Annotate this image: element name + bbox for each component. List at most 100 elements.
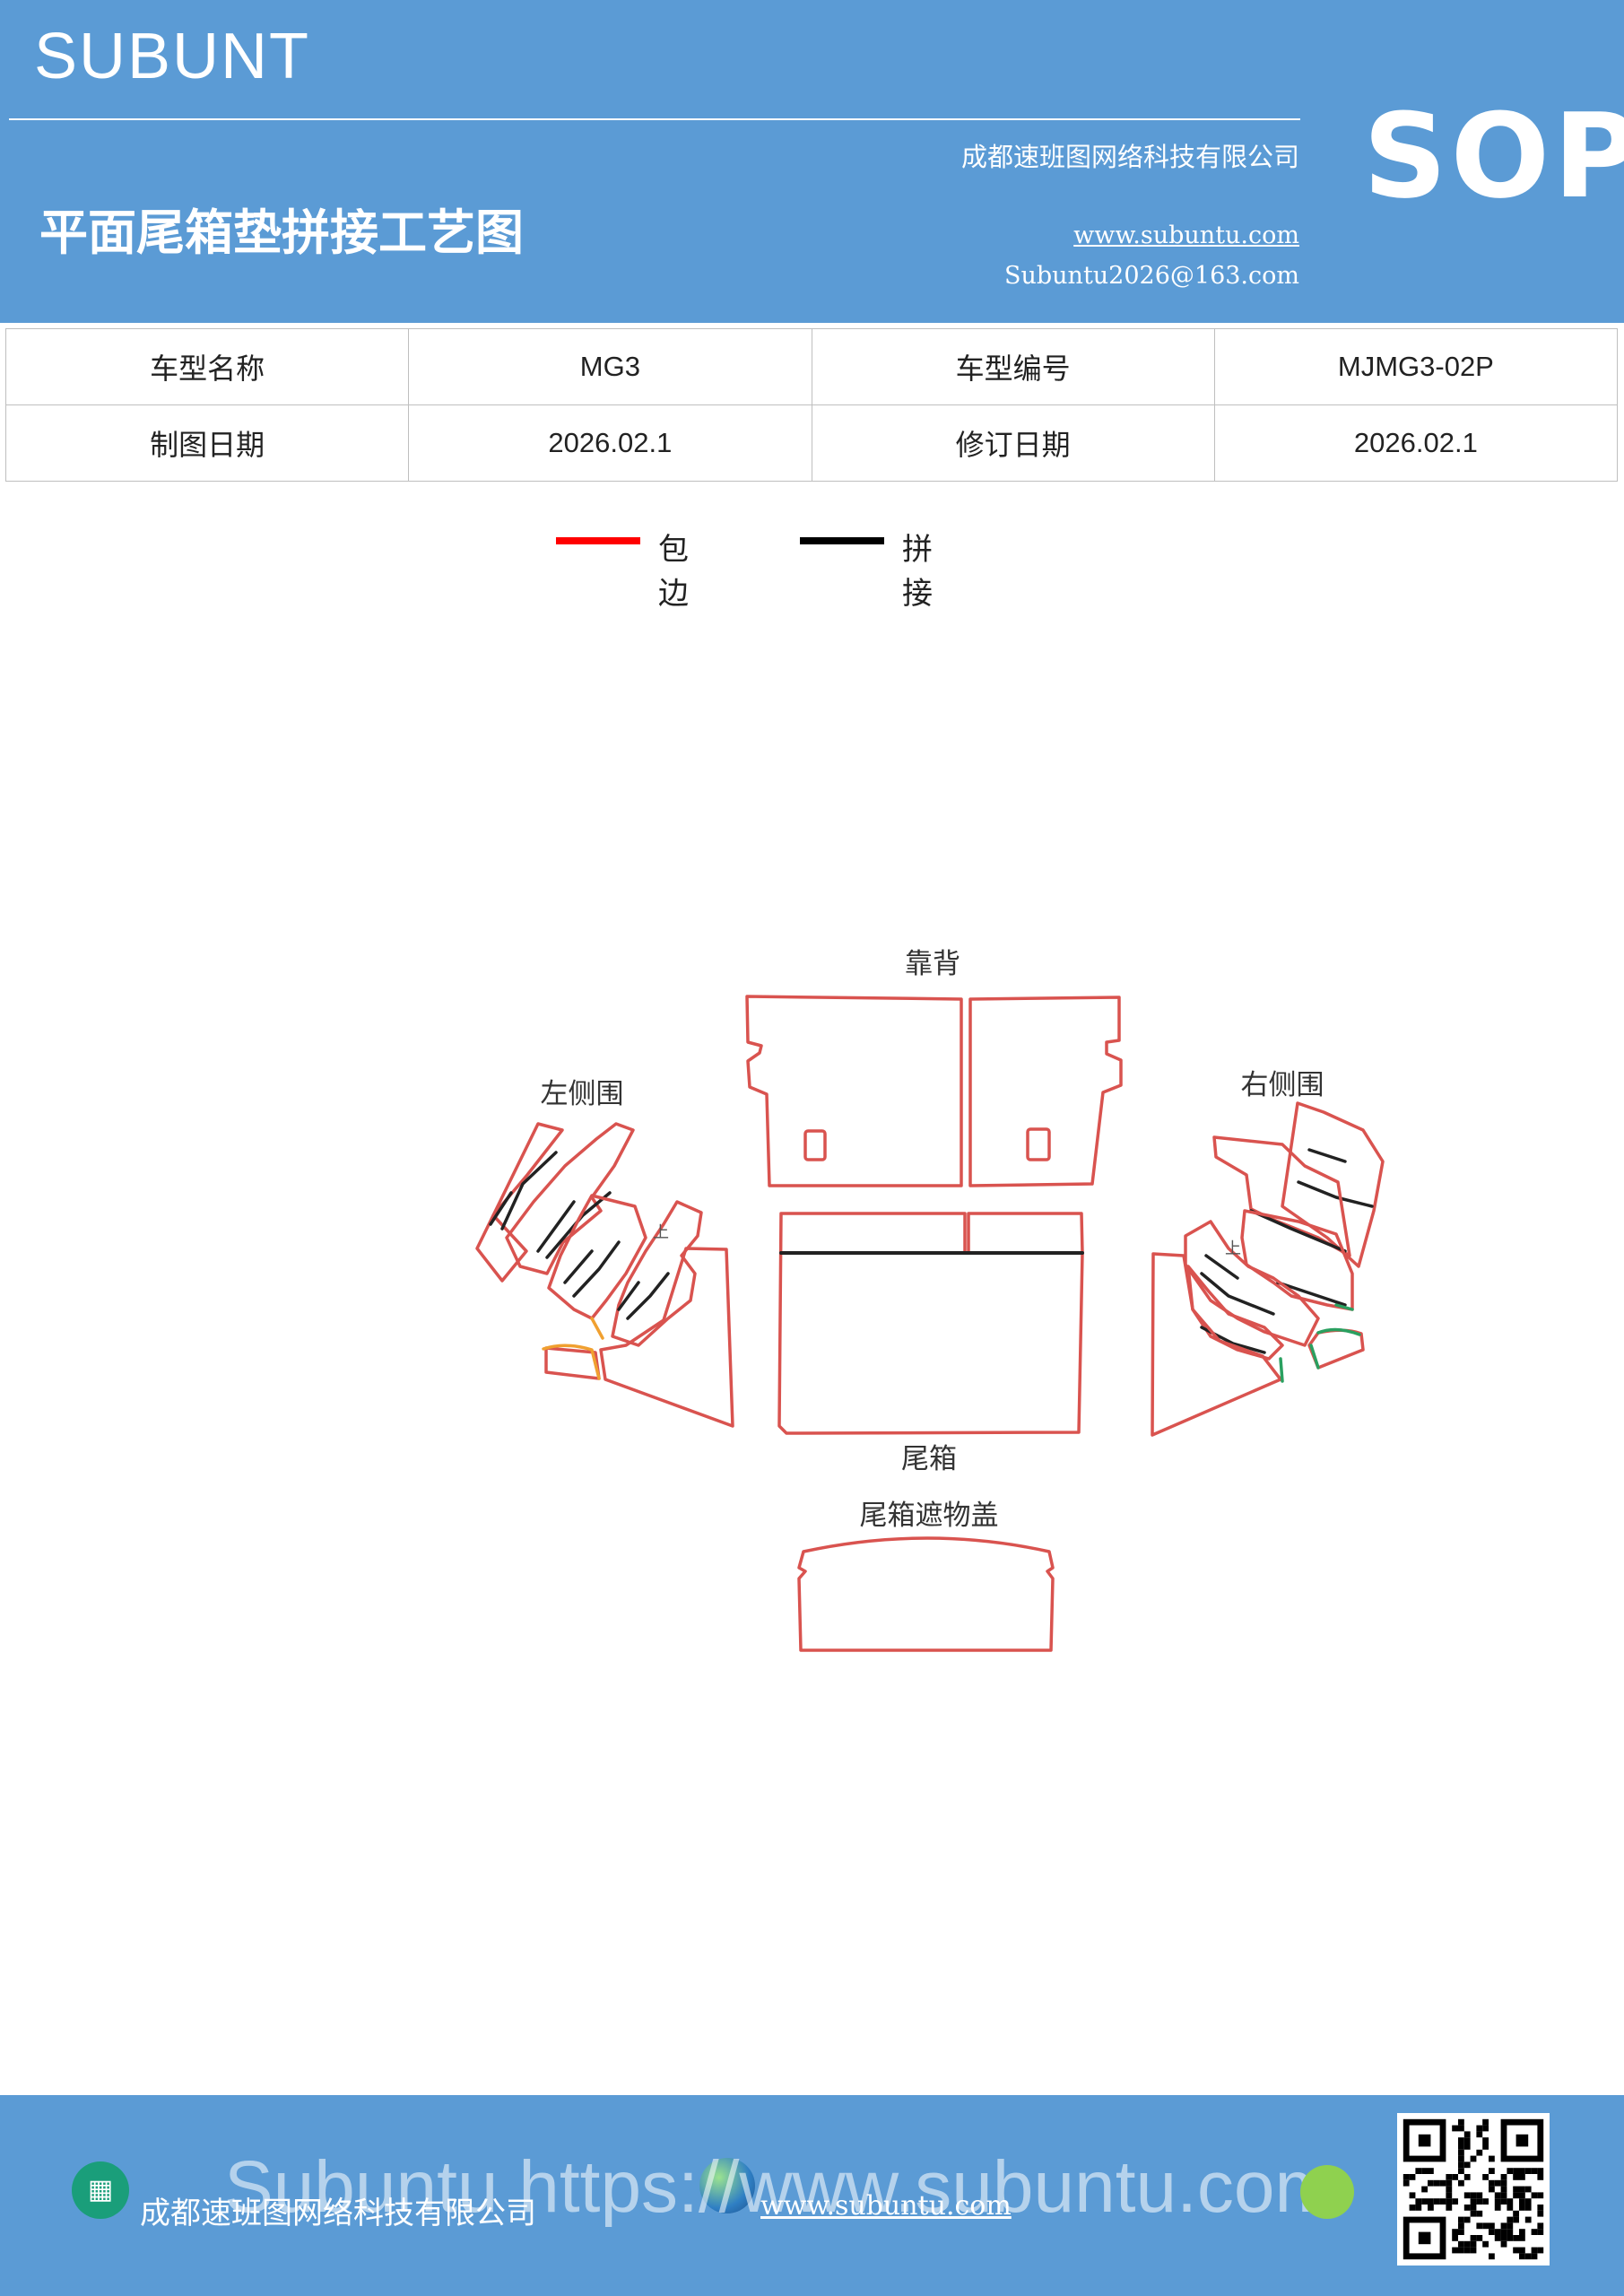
website-link[interactable]: www.subuntu.com: [1073, 222, 1299, 249]
trunk-cover-panel: [797, 1536, 1055, 1652]
backrest-left-cutout: [803, 1129, 827, 1161]
sop-badge: SOP: [1363, 88, 1624, 224]
qr-module: [1452, 2235, 1458, 2241]
qr-module: [1513, 2216, 1519, 2223]
qr-module: [1482, 2125, 1489, 2132]
qr-module: [1463, 2247, 1471, 2254]
qr-module: [1452, 2198, 1458, 2205]
qr-module: [1463, 2174, 1471, 2180]
qr-module: [1421, 2168, 1428, 2174]
qr-module: [1513, 2210, 1519, 2217]
header-banner: SUBUNT 平面尾箱垫拼接工艺图 成都速班图网络科技有限公司 www.subu…: [0, 0, 1624, 323]
qr-module: [1494, 2229, 1501, 2235]
qr-module: [1446, 2174, 1453, 2180]
qr-module: [1428, 2205, 1434, 2211]
left-side-seam-4: [617, 1272, 670, 1320]
qr-module: [1513, 2247, 1519, 2254]
backrest-left-panel: [745, 995, 963, 1187]
right-side-large-panel: [1151, 1252, 1282, 1437]
table-cell-label: 制图日期: [4, 404, 410, 482]
qr-module: [1531, 2168, 1538, 2174]
page-title: 平面尾箱垫拼接工艺图: [39, 204, 524, 261]
left-side-accent-orange: [542, 1317, 604, 1380]
qr-module: [1500, 2198, 1507, 2205]
qr-module: [1482, 2118, 1489, 2126]
wechat-icon: [1300, 2165, 1354, 2219]
email-address: Subuntu2026@163.com: [1004, 262, 1299, 290]
header-divider: [9, 118, 1300, 120]
right-side-piece-3: [1240, 1209, 1354, 1311]
qr-module: [1489, 2222, 1495, 2230]
qr-module: [1446, 2198, 1453, 2205]
qr-module: [1476, 2198, 1483, 2205]
right-side-seam-4: [1200, 1254, 1275, 1316]
qr-module: [1507, 2205, 1514, 2211]
legend-label-edge: 包边: [658, 532, 689, 612]
qr-module: [1524, 2168, 1532, 2174]
table-cell-label: 车型名称: [4, 328, 410, 405]
qr-module: [1537, 2210, 1544, 2217]
qr-module: [1489, 2186, 1495, 2193]
qr-module: [1470, 2192, 1477, 2199]
company-name: 成都速班图网络科技有限公司: [960, 142, 1299, 172]
qr-module: [1476, 2149, 1483, 2156]
qr-module: [1458, 2247, 1464, 2254]
left-side-seam-1: [489, 1151, 558, 1231]
qr-module: [1531, 2192, 1538, 2199]
qr-module: [1500, 2235, 1507, 2241]
left-side-piece-1: [475, 1122, 564, 1283]
qr-module: [1421, 2198, 1428, 2205]
qr-module: [1463, 2205, 1471, 2211]
qr-module: [1519, 2247, 1525, 2254]
trunk-floor-strip-right: [967, 1212, 1084, 1255]
backrest-right-panel: [968, 996, 1123, 1187]
qr-module: [1519, 2235, 1525, 2241]
qr-module: [1439, 2198, 1446, 2205]
qr-module: [1476, 2235, 1483, 2241]
qr-module: [1482, 2198, 1489, 2205]
qr-module: [1470, 2205, 1477, 2211]
right-side-label: 右侧围: [1241, 1069, 1324, 1101]
qr-module: [1519, 2205, 1525, 2211]
qr-module: [1537, 2174, 1544, 2180]
qr-module: [1403, 2179, 1410, 2187]
qr-module: [1446, 2179, 1453, 2187]
right-side-seam-1: [1297, 1148, 1374, 1208]
trunk-cover-label: 尾箱遮物盖: [860, 1500, 999, 1532]
table-row: 车型名称 MG3 车型编号 MJMG3-02P: [4, 328, 1619, 405]
qr-module: [1476, 2131, 1483, 2138]
qr-module: [1537, 2229, 1544, 2235]
qr-module: [1415, 2205, 1422, 2211]
qr-module: [1463, 2192, 1471, 2199]
qr-module: [1507, 2198, 1514, 2205]
qr-code[interactable]: [1397, 2113, 1550, 2266]
left-side-piece-2: [505, 1122, 635, 1275]
table-cell-label: 车型编号: [811, 328, 1215, 405]
qr-module: [1433, 2198, 1440, 2205]
trunk-floor-panel: [777, 1212, 1084, 1435]
qr-module: [1446, 2192, 1453, 2199]
qr-module: [1476, 2222, 1483, 2230]
brand-logo: SUBUNT: [34, 21, 311, 92]
right-side-piece-5: [1186, 1265, 1284, 1361]
qr-module: [1428, 2168, 1434, 2174]
qr-module: [1524, 2216, 1532, 2223]
qr-module: [1421, 2186, 1428, 2193]
qr-module: [1482, 2174, 1489, 2180]
qr-module: [1415, 2168, 1422, 2174]
qr-module: [1470, 2240, 1477, 2248]
qr-module: [1524, 2205, 1532, 2211]
left-side-up-mark: 上: [653, 1223, 669, 1242]
qr-module: [1507, 2168, 1514, 2174]
qr-module: [1458, 2137, 1464, 2144]
qr-module: [1458, 2149, 1464, 2156]
qr-module: [1519, 2229, 1525, 2235]
qr-module: [1519, 2186, 1525, 2193]
qr-module: [1537, 2168, 1544, 2174]
table-cell-value: 2026.02.1: [408, 404, 812, 482]
qr-module: [1531, 2229, 1538, 2235]
footer-website-link[interactable]: www.subuntu.com: [760, 2190, 1012, 2222]
qr-module: [1507, 2216, 1514, 2223]
qr-module: [1537, 2192, 1544, 2199]
